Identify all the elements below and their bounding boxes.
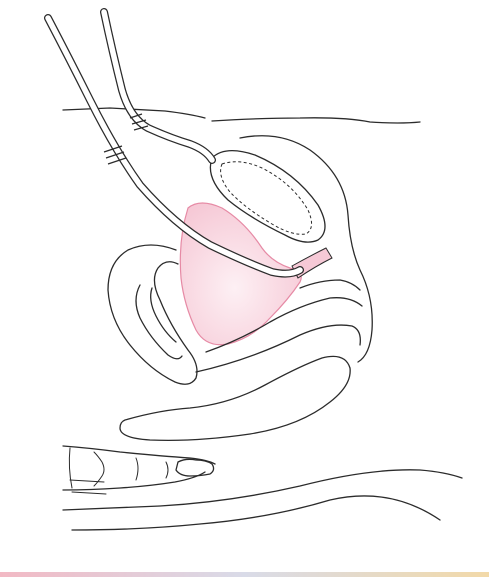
catheter-tube-left: [48, 18, 300, 274]
vertebra-4: [166, 462, 168, 478]
vertebra-3: [136, 458, 138, 480]
skin-lower-contour: [72, 496, 440, 530]
anal-canal-line: [70, 480, 106, 494]
vertebra-2: [94, 452, 104, 486]
sacrum-curve: [63, 470, 462, 510]
coccyx-upper-edge: [63, 446, 215, 464]
strip-fill: [0, 572, 489, 577]
abdominal-wall-line-right: [212, 118, 420, 123]
catheter-tube-right-lumen: [104, 12, 212, 160]
catheter-tube-left-lumen: [48, 18, 300, 274]
uterus-cavity: [151, 288, 176, 342]
vertebra-1: [69, 448, 72, 488]
bottom-color-strip: [0, 572, 489, 577]
vaginal-wall-upper: [300, 280, 360, 290]
coccyx-tip: [176, 459, 214, 476]
